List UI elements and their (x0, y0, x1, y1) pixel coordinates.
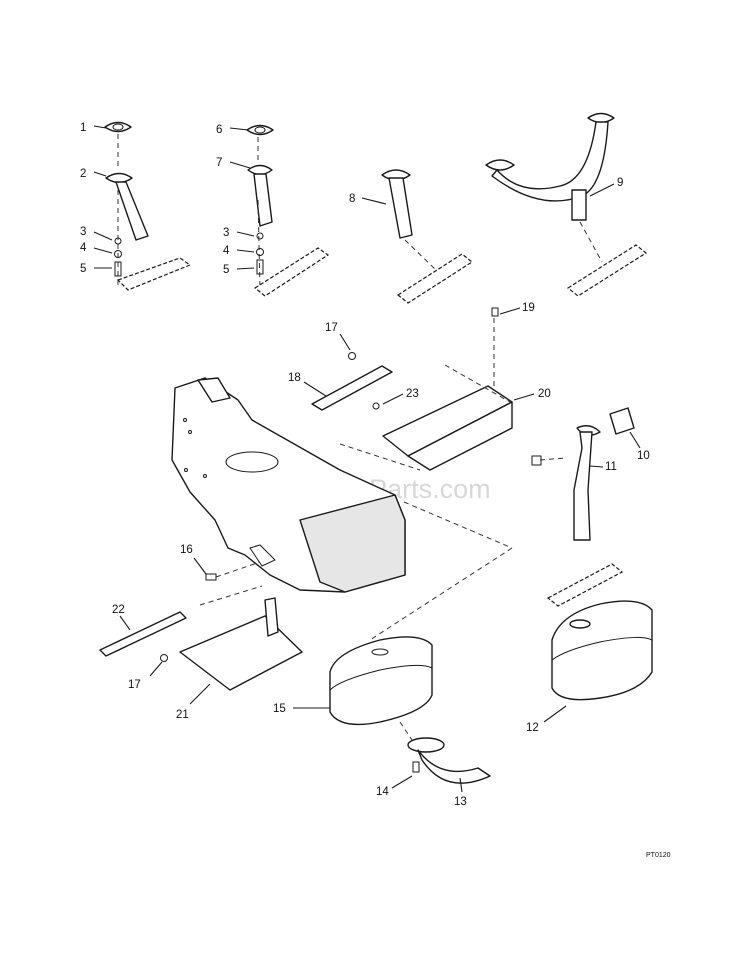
muffler-15 (329, 636, 433, 741)
svg-text:4: 4 (80, 242, 87, 254)
svg-text:2: 2 (80, 168, 86, 180)
exhaust-pipe-assembly-b (246, 124, 330, 297)
svg-text:17: 17 (325, 322, 338, 334)
svg-text:20: 20 (538, 388, 551, 400)
svg-text:12: 12 (526, 722, 539, 734)
svg-text:5: 5 (80, 263, 86, 275)
svg-text:9: 9 (617, 177, 623, 189)
callout-18: 18 (288, 372, 327, 397)
callout-22: 22 (112, 604, 131, 631)
svg-text:15: 15 (273, 703, 286, 715)
svg-text:3: 3 (223, 227, 229, 239)
y-exhaust-pipe (485, 112, 648, 297)
exhaust-pipe-straight (381, 169, 474, 304)
callout-15: 15 (273, 703, 330, 715)
svg-text:4: 4 (223, 245, 230, 257)
callout-2: 2 (80, 168, 107, 180)
bolt-16 (205, 561, 261, 581)
svg-text:21: 21 (176, 709, 189, 721)
callout-13: 13 (454, 777, 467, 808)
callout-17b: 17 (128, 661, 163, 691)
heat-shield (382, 318, 513, 471)
muffler-bracket (311, 352, 393, 411)
muffler-12 (546, 563, 653, 701)
callout-19: 19 (491, 302, 535, 317)
callout-20: 20 (513, 388, 551, 401)
callout-10: 10 (629, 431, 650, 462)
callout-4b: 4 (223, 245, 255, 257)
callout-23: 23 (382, 388, 419, 405)
engine-frame (171, 377, 513, 641)
callout-9: 9 (589, 177, 623, 197)
svg-text:16: 16 (180, 544, 193, 556)
svg-text:5: 5 (223, 264, 229, 276)
callout-5b: 5 (223, 264, 255, 276)
callout-4a: 4 (80, 242, 113, 254)
svg-text:8: 8 (349, 193, 355, 205)
callout-21: 21 (176, 683, 211, 721)
callout-1: 1 (80, 122, 107, 134)
svg-text:22: 22 (112, 604, 125, 616)
callout-3b: 3 (223, 227, 255, 239)
callout-11: 11 (589, 461, 617, 473)
callout-8: 8 (349, 193, 387, 205)
heat-shield-plate (160, 585, 303, 691)
svg-text:1: 1 (80, 122, 86, 134)
callout-17a: 17 (325, 322, 351, 351)
callout-6: 6 (216, 124, 249, 136)
callout-7: 7 (216, 157, 251, 169)
svg-text:17: 17 (128, 679, 141, 691)
callout-5a: 5 (80, 263, 112, 275)
elbow-pipe-11 (531, 407, 635, 541)
svg-text:14: 14 (376, 786, 389, 798)
svg-text:23: 23 (406, 388, 419, 400)
callout-16: 16 (180, 544, 207, 575)
svg-text:18: 18 (288, 372, 301, 384)
callout-12: 12 (526, 705, 567, 734)
exhaust-pipe-assembly-a (104, 121, 192, 291)
gasket-strip (99, 611, 187, 657)
svg-text:13: 13 (454, 796, 467, 808)
figure-code: PT0120 (646, 852, 671, 859)
svg-text:10: 10 (637, 450, 650, 462)
svg-text:7: 7 (216, 157, 222, 169)
callout-3a: 3 (80, 226, 113, 241)
svg-text:19: 19 (522, 302, 535, 314)
callout-14: 14 (376, 775, 413, 798)
tailpipe-13 (407, 737, 491, 784)
svg-text:3: 3 (80, 226, 86, 238)
svg-text:11: 11 (605, 461, 617, 473)
svg-text:6: 6 (216, 124, 222, 136)
